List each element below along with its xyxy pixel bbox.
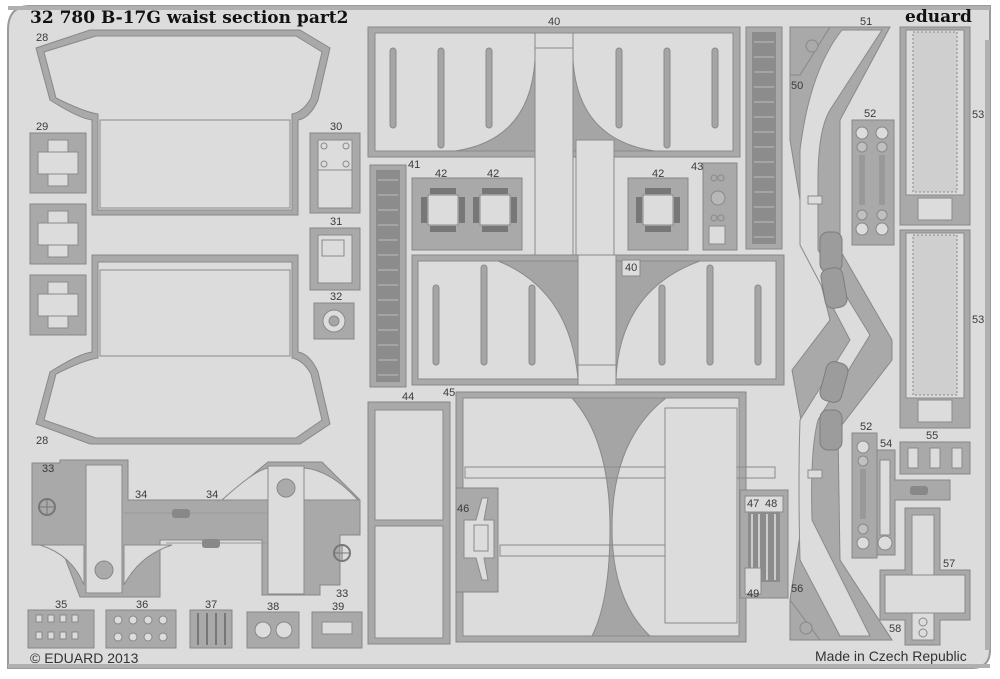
part-52-upper: [851, 119, 895, 246]
part-label-30: 30: [330, 121, 342, 133]
part-label-36: 36: [136, 599, 148, 611]
part-55: [899, 441, 971, 475]
part-43: [702, 162, 738, 251]
copyright: © EDUARD 2013: [30, 650, 139, 666]
part-label-48: 48: [765, 498, 777, 510]
part-label-29: 29: [36, 121, 48, 133]
part-label-34-right: 34: [206, 489, 218, 501]
part-label-46: 46: [457, 503, 469, 515]
part-label-58: 58: [889, 623, 901, 635]
part-label-42-c: 42: [652, 168, 664, 180]
part-label-37: 37: [205, 599, 217, 611]
part-label-47: 47: [747, 498, 759, 510]
part-56: [789, 598, 821, 641]
part-52-lower: [851, 432, 878, 559]
part-label-28-bottom: 28: [36, 435, 48, 447]
parts-33-34-assembly: [31, 459, 361, 598]
part-label-55: 55: [926, 430, 938, 442]
part-label-40-top: 40: [548, 16, 560, 28]
part-label-42-a: 42: [435, 168, 447, 180]
part-label-39: 39: [332, 601, 344, 613]
part-54: [876, 449, 951, 556]
parts-35-39: [27, 609, 363, 649]
part-label-54: 54: [880, 438, 892, 450]
part-label-35: 35: [55, 599, 67, 611]
part-label-53-top: 53: [972, 109, 984, 121]
part-label-49: 49: [747, 588, 759, 600]
part-40-lower: [411, 254, 785, 386]
part-41-strip-right: [745, 26, 783, 250]
part-28-lower: [35, 254, 331, 445]
part-28-upper: [35, 29, 331, 216]
part-label-52-top: 52: [864, 108, 876, 120]
part-label-40-bottom: 40: [625, 262, 637, 274]
part-32: [313, 302, 355, 340]
part-label-56: 56: [791, 583, 803, 595]
part-label-28-top: 28: [36, 32, 48, 44]
part-45: [455, 391, 776, 643]
part-label-33-right: 33: [336, 588, 348, 600]
part-label-52-bottom: 52: [860, 421, 872, 433]
part-label-42-b: 42: [487, 168, 499, 180]
part-label-51: 51: [860, 16, 872, 28]
part-53-upper: [899, 26, 971, 226]
part-label-50: 50: [791, 80, 803, 92]
part-label-34-left: 34: [135, 489, 147, 501]
part-label-57: 57: [943, 558, 955, 570]
part-label-38: 38: [267, 601, 279, 613]
part-51: [789, 26, 893, 641]
sheet-title: 32 780 B-17G waist section part2: [30, 8, 348, 28]
part-label-45: 45: [443, 387, 455, 399]
part-label-31: 31: [330, 216, 342, 228]
part-57: [879, 507, 971, 646]
part-42-group: [411, 177, 689, 251]
part-50: [789, 26, 831, 76]
part-46: [455, 487, 499, 593]
part-label-53-bottom: 53: [972, 314, 984, 326]
part-40-upper: [367, 26, 741, 270]
brand-logo: eduard: [905, 7, 972, 27]
part-label-32: 32: [330, 291, 342, 303]
part-label-41: 41: [408, 159, 420, 171]
part-41-strip-left: [369, 164, 407, 388]
part-30: [309, 132, 361, 214]
part-40-tab: [575, 139, 615, 269]
origin-label: Made in Czech Republic: [815, 648, 967, 664]
part-label-33-left: 33: [42, 463, 54, 475]
part-label-43: 43: [691, 161, 703, 173]
part-44: [367, 401, 451, 645]
part-label-44: 44: [402, 391, 414, 403]
part-31: [309, 227, 361, 291]
part-29-group: [29, 132, 87, 336]
part-53-lower: [899, 229, 971, 429]
fret-edge: [985, 40, 990, 650]
parts-47-48-49: [739, 489, 789, 599]
